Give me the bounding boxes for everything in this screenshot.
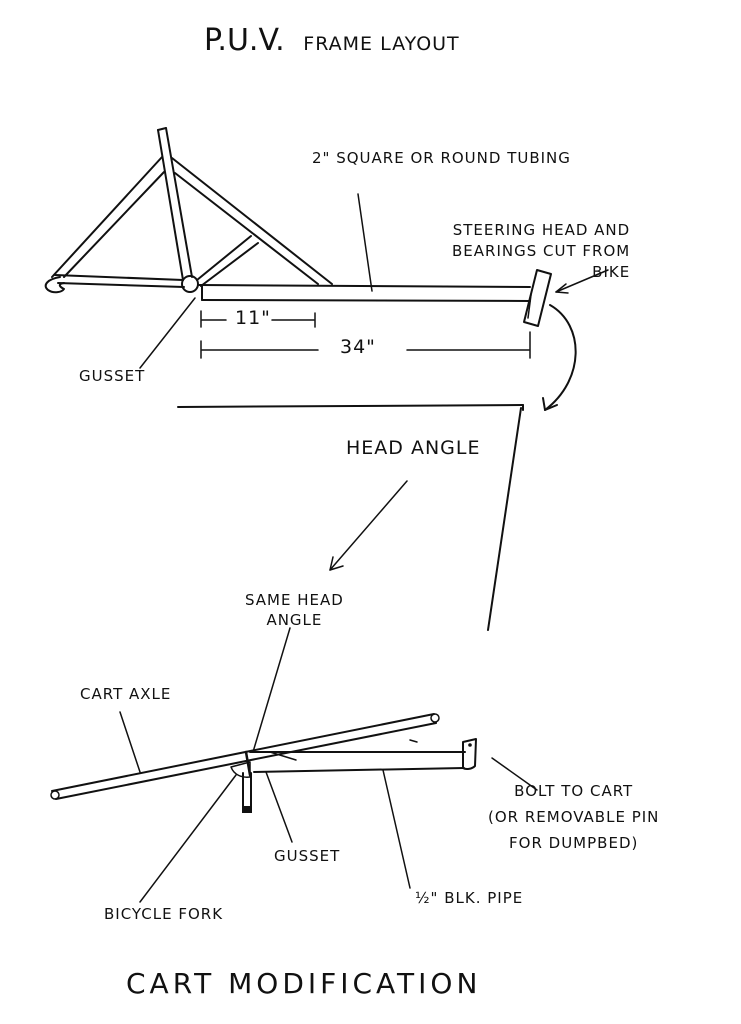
fork-leader xyxy=(139,774,237,903)
gusset-leader xyxy=(139,297,196,369)
same-head-angle-leader xyxy=(252,627,291,753)
steering-head-label: Steering Head and Bearings Cut From Bike xyxy=(452,221,631,281)
title-rest: Frame Layout xyxy=(303,33,460,55)
bolt-leader xyxy=(491,757,538,791)
puv-frame xyxy=(44,127,609,411)
dimension-34 xyxy=(200,331,531,359)
rear-lower-tube xyxy=(54,274,185,288)
title-prefix: P.U.V. xyxy=(204,23,285,58)
cart-axle-leader xyxy=(119,711,141,773)
mount-bracket xyxy=(462,738,477,771)
tubing-label: 2" Square or Round Tubing xyxy=(312,149,571,167)
cart-gusset-label: Gusset xyxy=(274,847,341,865)
page-title: P.U.V. Frame Layout xyxy=(204,23,460,59)
bolt-to-cart-label: Bolt to Cart (or Removable Pin for Dumpb… xyxy=(488,782,660,852)
cart-assembly xyxy=(50,627,538,903)
rear-stay xyxy=(51,156,165,278)
dimension-11-label: 11" xyxy=(235,307,271,329)
pipe-arm xyxy=(249,739,466,773)
tubing-leader xyxy=(357,193,373,292)
pipe-leader xyxy=(382,769,411,889)
front-diagonal xyxy=(171,157,333,285)
dimension-11 xyxy=(200,310,316,328)
curved-arrow xyxy=(542,304,577,411)
hitch-hook xyxy=(44,276,65,294)
fork-stem xyxy=(242,772,252,813)
cart-axle xyxy=(50,713,440,800)
bicycle-fork-label: Bicycle Fork xyxy=(104,905,224,923)
head-angle-arrow xyxy=(329,480,408,571)
cart-modification-caption: Cart Modification xyxy=(126,967,482,1000)
brace xyxy=(196,235,259,287)
steering-head xyxy=(523,269,552,327)
head-angle-label: Head Angle xyxy=(346,437,481,459)
steering-arrow xyxy=(555,269,609,294)
cart-axle-label: Cart Axle xyxy=(80,685,172,703)
pipe-label: ½" Blk. Pipe xyxy=(415,889,524,907)
gusset-joint xyxy=(181,275,199,293)
main-tube xyxy=(198,284,531,302)
seat-tube xyxy=(157,127,193,281)
cart-gusset xyxy=(230,761,251,778)
gusset-label: Gusset xyxy=(79,367,146,385)
head-angle-figure xyxy=(177,404,524,631)
same-head-angle-label: Same Head Angle xyxy=(245,591,344,629)
gusset-leader-cart xyxy=(265,771,293,843)
dimension-34-label: 34" xyxy=(340,336,376,358)
head-joint xyxy=(244,750,252,777)
